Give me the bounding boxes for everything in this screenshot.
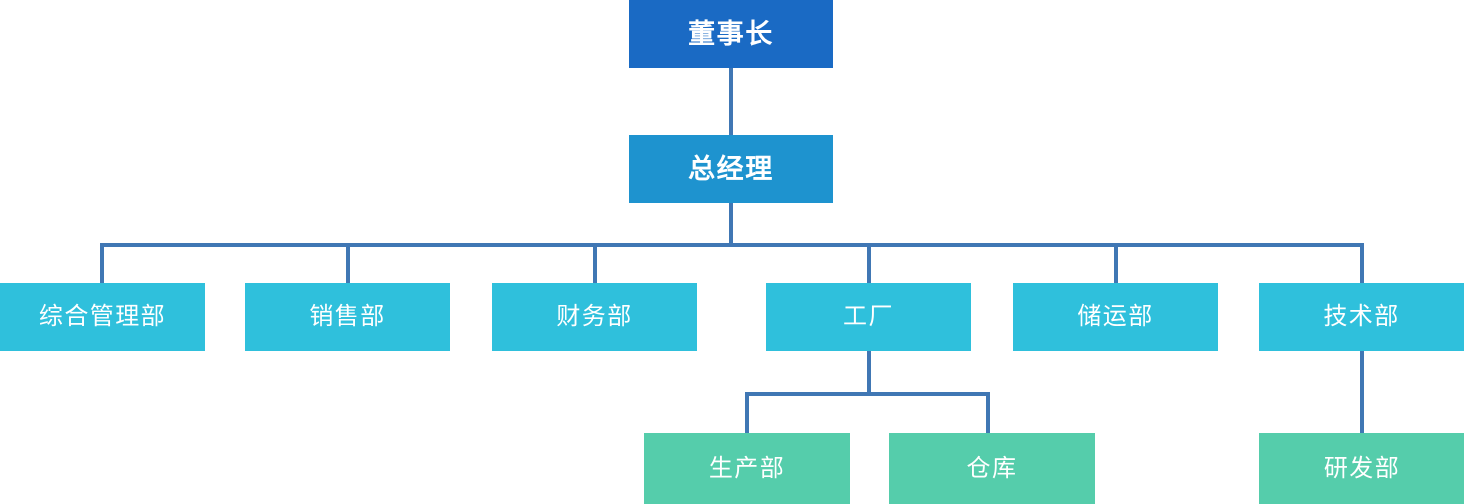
node-research-development[interactable]: 研发部 — [1259, 433, 1464, 504]
node-technology[interactable]: 技术部 — [1259, 283, 1464, 351]
node-technology-label: 技术部 — [1323, 303, 1400, 330]
node-general-manager-label: 总经理 — [688, 153, 774, 184]
connector-general-manager-drop — [729, 203, 733, 247]
connector-factory-drop — [867, 351, 871, 394]
node-warehouse-label: 仓库 — [966, 454, 1018, 482]
connector-drop-production — [745, 392, 749, 435]
node-chairman-label: 董事长 — [688, 18, 774, 49]
connector-department-bus — [102, 243, 1364, 247]
node-factory[interactable]: 工厂 — [766, 283, 971, 351]
connector-drop-warehouse — [986, 392, 990, 435]
connector-factory-bus — [747, 392, 990, 396]
connector-drop-sales — [346, 243, 350, 285]
node-general-manager[interactable]: 总经理 — [629, 135, 833, 203]
node-warehouse[interactable]: 仓库 — [889, 433, 1095, 504]
node-comprehensive-management[interactable]: 综合管理部 — [0, 283, 205, 351]
connector-chairman-to-general-manager — [729, 68, 733, 135]
node-production[interactable]: 生产部 — [644, 433, 850, 504]
node-finance[interactable]: 财务部 — [492, 283, 697, 351]
connector-drop-storage-transport — [1114, 243, 1118, 285]
node-storage-transport-label: 储运部 — [1077, 303, 1154, 330]
node-finance-label: 财务部 — [556, 303, 633, 330]
node-factory-label: 工厂 — [843, 303, 894, 330]
node-chairman[interactable]: 董事长 — [629, 0, 833, 68]
node-production-label: 生产部 — [708, 454, 786, 482]
node-sales[interactable]: 销售部 — [245, 283, 450, 351]
connector-technology-to-research-development — [1360, 351, 1364, 435]
node-sales-label: 销售部 — [309, 303, 386, 330]
connector-drop-finance — [593, 243, 597, 285]
connector-drop-factory — [867, 243, 871, 285]
connector-drop-technology — [1360, 243, 1364, 285]
node-research-development-label: 研发部 — [1323, 454, 1401, 482]
node-storage-transport[interactable]: 储运部 — [1013, 283, 1218, 351]
connector-drop-comprehensive-management — [100, 243, 104, 285]
node-comprehensive-management-label: 综合管理部 — [38, 303, 167, 330]
